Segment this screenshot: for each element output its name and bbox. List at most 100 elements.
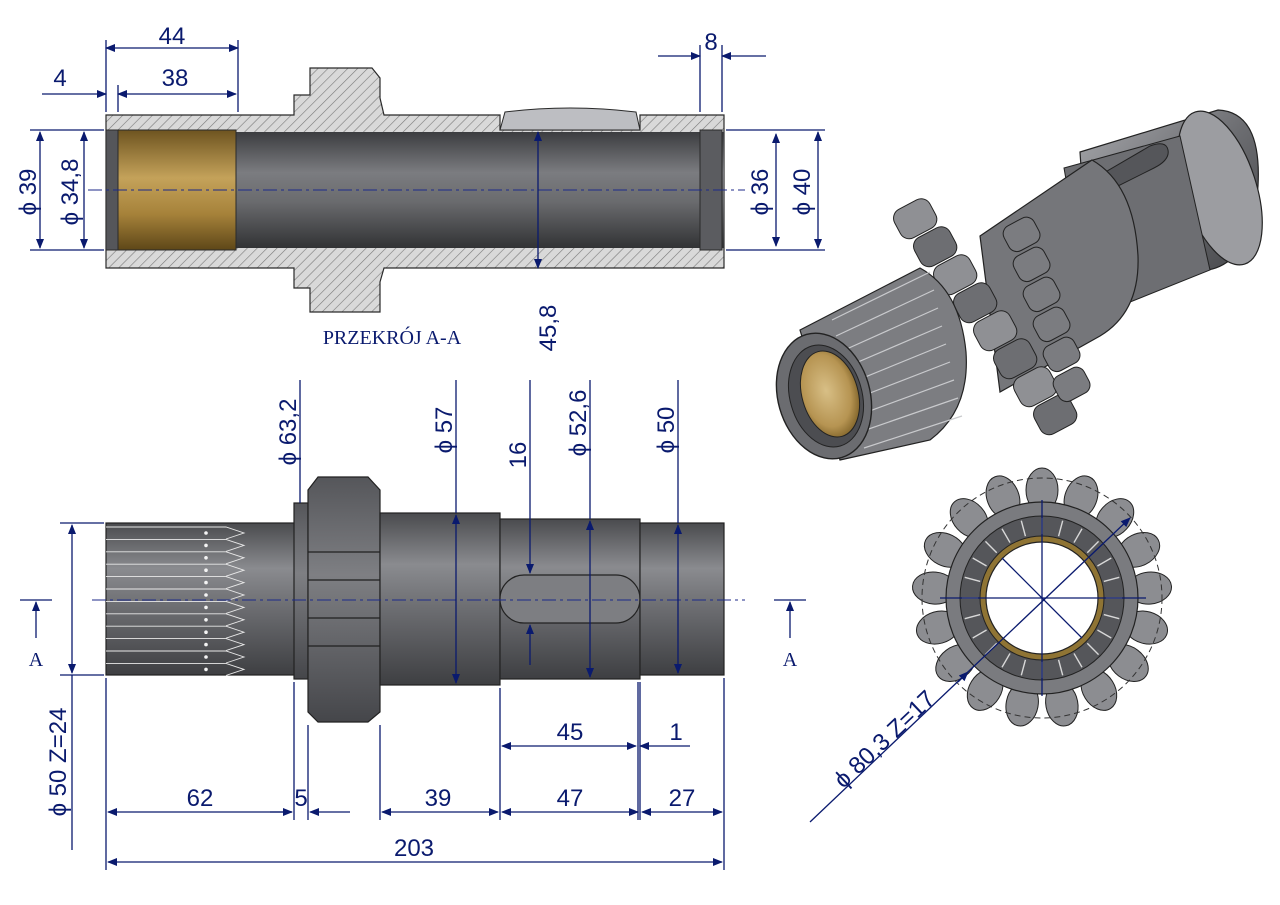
dim-45-8: 45,8 [535, 305, 562, 352]
gear-3d-tooth [1013, 366, 1058, 408]
dim-203: 203 [394, 835, 434, 862]
spline-tooth [106, 563, 246, 577]
dim-8: 8 [704, 29, 717, 56]
gear-3d-tooth [1052, 366, 1091, 403]
gear-3d-tooth [1012, 246, 1051, 283]
spline-ridge [1086, 540, 1100, 554]
dim-dia-36: ϕ 36 [747, 169, 774, 216]
spline-ridge [1086, 642, 1100, 656]
spline-teeth [106, 526, 246, 676]
dim-39: 39 [425, 785, 452, 812]
spline-3d-ridge [835, 289, 935, 337]
spline-3d-ridge [839, 307, 939, 353]
spline-tooth [106, 526, 246, 540]
spline-dot [204, 556, 208, 560]
spline-ridge [964, 576, 981, 583]
shaft-3d-render [775, 109, 1263, 461]
spline-dot [204, 531, 208, 535]
spline-tooth [106, 662, 246, 676]
spline-tooth [106, 613, 246, 627]
side-view: A A ϕ 63,2 ϕ 57 16 ϕ 52,6 ϕ 50 ϕ 50 Z=24 [20, 380, 806, 870]
spline-dot [204, 630, 208, 634]
dim-dia-34-8: ϕ 34,8 [57, 159, 84, 226]
spline-ridge [1057, 659, 1064, 676]
spline-ridge [964, 613, 981, 620]
spline-tooth [106, 625, 246, 639]
section-marker-left: A [29, 649, 44, 671]
spline-ridge [1097, 629, 1112, 639]
gear-3d-tooth [1033, 394, 1078, 436]
spline-tooth [106, 650, 246, 664]
dim-16: 16 [505, 442, 532, 469]
dim-dia-50: ϕ 50 [653, 407, 680, 454]
spline-tooth [106, 600, 246, 614]
section-marker-right: A [783, 649, 798, 671]
spline-3d-ridge [863, 415, 963, 449]
gear-3d-tooth [1032, 306, 1071, 343]
gear-3d-tooth [893, 198, 938, 240]
spline-dot [204, 605, 208, 610]
gear-3d-tooth [1022, 276, 1061, 313]
gear-3d-tooth [993, 338, 1038, 380]
dim-27: 27 [669, 785, 696, 812]
spline-dot [204, 568, 208, 572]
spline-dot [204, 543, 208, 548]
dim-1: 1 [669, 719, 682, 746]
dim-62: 62 [187, 785, 214, 812]
dim-dia-39: ϕ 39 [15, 169, 42, 216]
spline-3d-ridge [843, 325, 943, 369]
dim-47: 47 [557, 785, 584, 812]
spline-3d-ridge [859, 397, 959, 433]
gear-end-view: ϕ 80,3 Z=17 [809, 467, 1172, 823]
dim-dia-63-2: ϕ 63,2 [275, 399, 302, 466]
spline-tooth [106, 588, 246, 602]
spline-ridge [1097, 557, 1112, 567]
dim-5: 5 [294, 785, 307, 812]
spline-dot [204, 618, 208, 622]
spline-3d-ridge [831, 271, 931, 321]
spline-ridge [984, 540, 998, 554]
dim-45: 45 [557, 719, 584, 746]
spline-tooth [106, 638, 246, 652]
spline-dot [204, 667, 208, 672]
splined-shaft [105, 522, 297, 676]
gear-3d-tooth [1002, 216, 1041, 253]
spline-dot [204, 593, 208, 597]
dim-44: 44 [159, 23, 186, 50]
spline-tooth [106, 538, 246, 552]
gear-3d-tooth [913, 226, 958, 268]
spline-ridge [1103, 613, 1120, 620]
dim-dia-52-6: ϕ 52,6 [565, 390, 592, 457]
spline-ridge [1001, 528, 1011, 543]
spline-ridge [1073, 653, 1083, 668]
dim-dia-50-z24: ϕ 50 Z=24 [45, 708, 72, 817]
spline-dot [204, 655, 208, 659]
spline-tooth [106, 576, 246, 590]
spline-dot [204, 642, 208, 647]
gear-3d-tooth [1042, 336, 1081, 373]
spline-ridge [1020, 659, 1027, 676]
spline-ridge [1057, 520, 1064, 537]
spline-ridge [1020, 520, 1027, 537]
dim-dia-80-3-z17: ϕ 80,3 Z=17 [829, 685, 941, 793]
keyway-slot [499, 574, 641, 624]
spline-tooth [106, 551, 246, 565]
spline-dot [204, 580, 208, 585]
dim-38: 38 [162, 65, 189, 92]
section-caption: PRZEKRÓJ A-A [323, 325, 462, 349]
section-view: 44 4 38 8 ϕ 39 ϕ 34,8 ϕ 36 ϕ 40 45,8 PRZ… [15, 23, 825, 351]
spline-ridge [1001, 653, 1011, 668]
spline-ridge [1073, 528, 1083, 543]
gear-3d [893, 198, 1091, 436]
end-journal [639, 522, 725, 676]
dim-dia-57: ϕ 57 [431, 407, 458, 454]
spline-ridge [1103, 576, 1120, 583]
gear-3d-tooth [973, 310, 1018, 352]
dim-4: 4 [53, 65, 66, 92]
shaft-body [379, 512, 501, 686]
dim-dia-40: ϕ 40 [789, 169, 816, 216]
spline-ridge [972, 629, 987, 639]
spline-ridge [972, 557, 987, 567]
